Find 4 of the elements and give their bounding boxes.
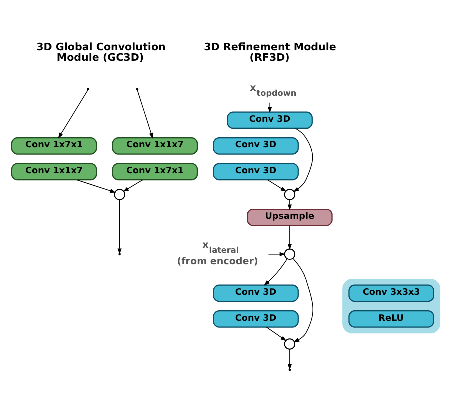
node-text: x$_{topdown}$ <box>250 83 296 98</box>
label: 3D Global Convolution Module (GC3D) <box>36 42 166 64</box>
label: 3D Refinement Module (RF3D) <box>204 42 336 64</box>
node-text: x$_{lateral}$ (from encoder) <box>176 240 258 268</box>
